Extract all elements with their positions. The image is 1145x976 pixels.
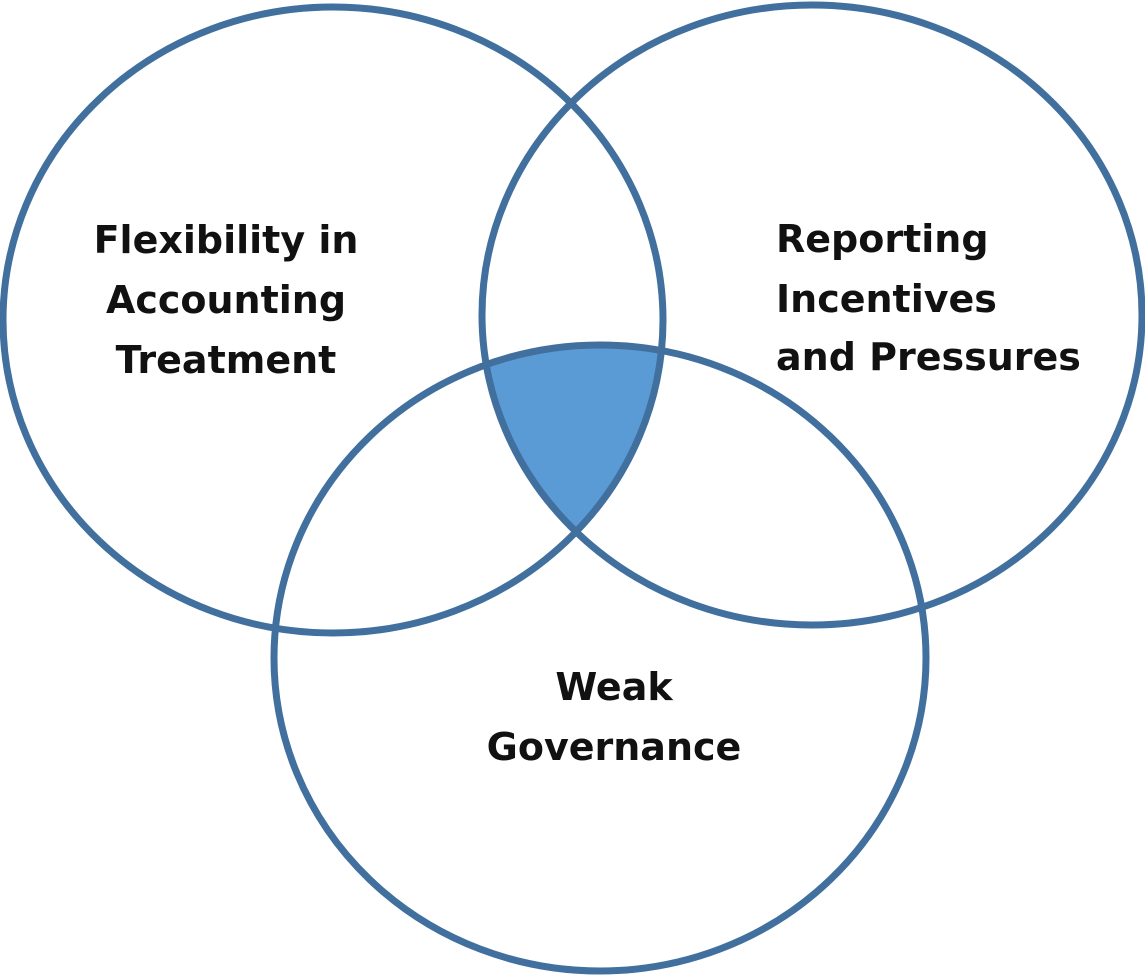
flexibility-circle <box>0 3 667 637</box>
flexibility-label-line-3: Treatment <box>116 338 337 382</box>
incentives-label-line-2: Incentives <box>776 277 997 321</box>
incentives-label-line-3: and Pressures <box>776 335 1081 379</box>
incentives-label-line-1: Reporting <box>776 217 989 261</box>
incentives-circle <box>478 1 1145 629</box>
incentives-label: Reporting Incentives and Pressures <box>776 217 1081 379</box>
flexibility-label-line-2: Accounting <box>106 278 346 322</box>
governance-label-line-1: Weak <box>555 665 673 709</box>
governance-label: Weak Governance <box>487 665 742 769</box>
flexibility-label-line-1: Flexibility in <box>94 218 359 262</box>
governance-circle <box>270 341 930 975</box>
flexibility-label: Flexibility in Accounting Treatment <box>94 218 359 382</box>
governance-label-line-2: Governance <box>487 725 742 769</box>
